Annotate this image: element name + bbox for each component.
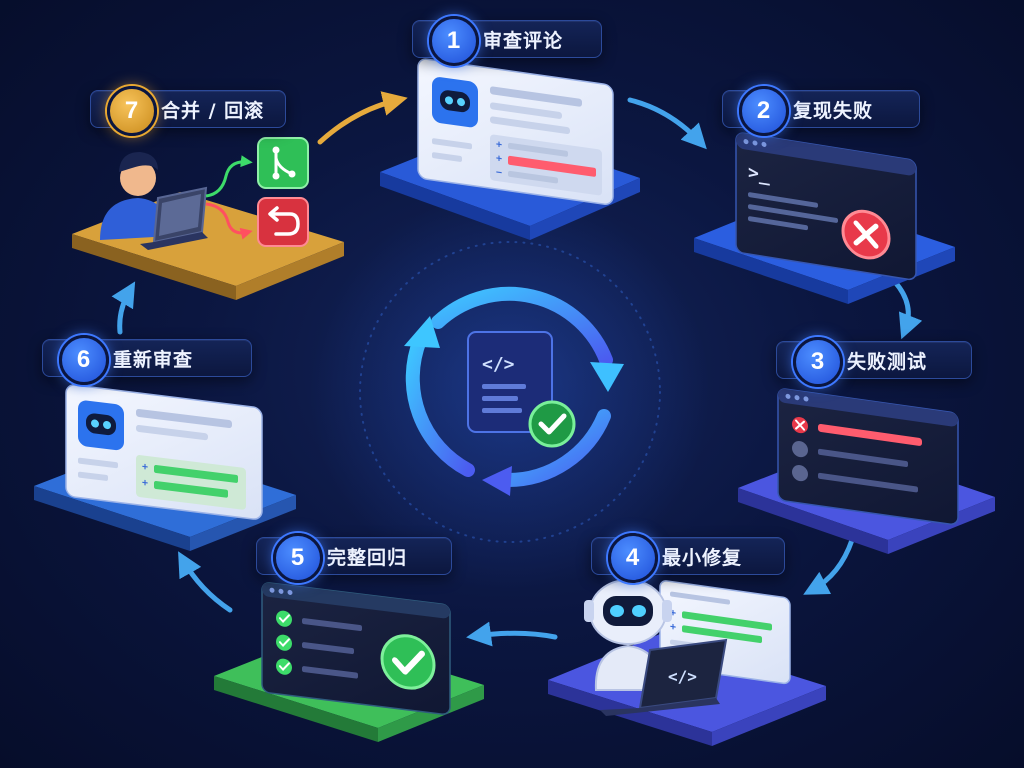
error-x-icon [853, 220, 879, 249]
plus-sign: + [142, 461, 148, 473]
step-4-minimal-fix: + + </> [548, 563, 826, 746]
regression-window [261, 582, 451, 715]
developer-figure [100, 152, 172, 240]
success-check-icon [528, 400, 576, 448]
branch-to-rollback [205, 202, 253, 240]
step-7-merge-rollback [72, 137, 344, 300]
minus-sign: − [496, 167, 502, 179]
success-check-icon [380, 634, 436, 690]
fail-x-icon [795, 419, 805, 431]
step-label-text: 合并 / 回滚 [161, 99, 265, 122]
arrow-1-to-2 [627, 97, 707, 150]
step-label-7: 7 合并 / 回滚 [90, 86, 286, 136]
code-glyph: </> [482, 354, 515, 375]
cycle-arrow-top [431, 286, 613, 367]
step-label-text: 审查评论 [483, 29, 564, 52]
step-label-1: 1 审查评论 [412, 16, 602, 66]
terminal-window: >_ [735, 132, 917, 281]
step-2-reproduce-failure: >_ [694, 132, 955, 304]
step-5-full-regression [214, 582, 484, 742]
step-label-text: 重新审查 [113, 348, 194, 371]
step-number-badge: 7 [107, 86, 157, 136]
branch-to-merge [205, 155, 253, 198]
step-label-text: 复现失败 [793, 99, 874, 122]
step-label-text: 完整回归 [327, 546, 408, 569]
laptop [140, 186, 208, 250]
cycle-arrow-right [501, 409, 611, 487]
arrow-2-to-3 [892, 279, 923, 340]
review-card: + + − [417, 58, 614, 205]
check-icon [276, 658, 292, 675]
merge-icon [257, 137, 309, 189]
plus-sign: + [670, 621, 676, 633]
step-label-2: 2 复现失败 [722, 86, 920, 136]
laptop: </> [600, 638, 728, 716]
step-number-badge: 6 [59, 335, 109, 385]
step-number-badge: 2 [739, 86, 789, 136]
step-label-5: 5 完整回归 [256, 533, 452, 583]
arrow-5-to-6 [178, 551, 233, 613]
step-label-text: 最小修复 [662, 546, 743, 569]
step-number-badge: 1 [429, 16, 479, 66]
cycle-arrow-left [405, 333, 475, 477]
plus-sign: + [496, 153, 502, 165]
arrow-3-to-4 [803, 537, 855, 595]
step-label-6: 6 重新审查 [42, 335, 252, 385]
check-icon [276, 634, 292, 651]
re-review-card: + + [65, 384, 263, 520]
check-icon [276, 610, 292, 627]
test-list-window [777, 388, 959, 526]
plus-sign: + [496, 139, 502, 151]
step-label-4: 4 最小修复 [591, 533, 785, 583]
arrow-6-to-7 [111, 281, 136, 335]
plus-sign: + [142, 477, 148, 489]
step-number-badge: 4 [608, 533, 658, 583]
arrow-7-to-1 [317, 91, 408, 145]
center-cycle: </> [404, 286, 624, 496]
step-label-3: 3 失败测试 [776, 337, 972, 387]
arrow-4-to-5 [466, 621, 558, 647]
step-number-badge: 3 [793, 337, 843, 387]
code-glyph: </> [668, 667, 697, 686]
robot [584, 563, 672, 691]
step-number-badge: 5 [273, 533, 323, 583]
step-label-text: 失败测试 [847, 350, 928, 373]
step-3-failing-test [738, 388, 995, 554]
code-document-icon: </> [467, 331, 553, 433]
step-6-re-review: + + [34, 384, 296, 551]
step-1-review-comment: + + − [380, 58, 640, 240]
plus-sign: + [670, 607, 676, 619]
rollback-icon [257, 197, 309, 247]
prompt-glyph: >_ [748, 162, 770, 186]
